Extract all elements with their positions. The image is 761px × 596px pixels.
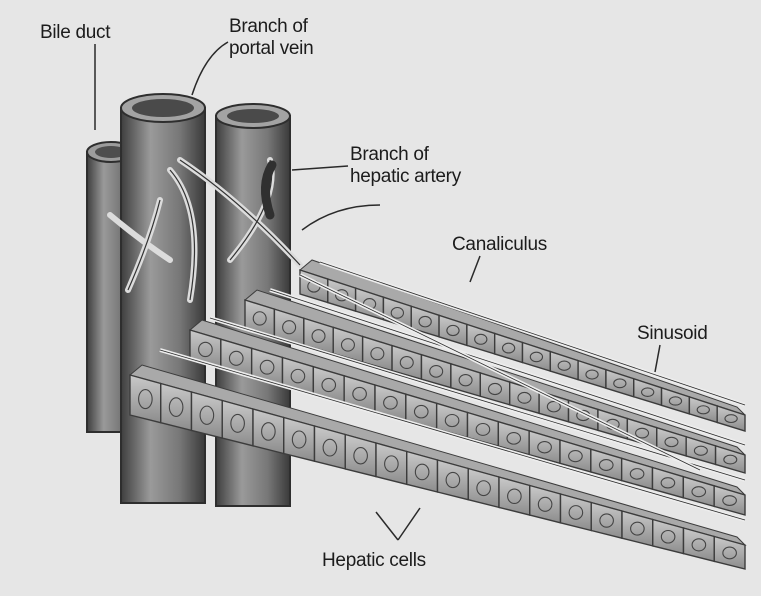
portal-vein-label-line2: portal vein (229, 38, 313, 60)
hepatic-artery-label-line1: Branch of (350, 144, 461, 166)
canaliculus-label: Canaliculus (452, 234, 547, 256)
hepatic-cell (161, 384, 192, 431)
hepatic-cell (130, 375, 161, 423)
hepatic-cells-label: Hepatic cells (322, 550, 426, 572)
hepatic-cell (253, 409, 284, 454)
portal-vein-label-line1: Branch of (229, 16, 313, 38)
bile-duct-label: Bile duct (40, 22, 110, 44)
portal-vein-label: Branch of portal vein (229, 16, 313, 60)
hepatic-cell (222, 401, 253, 446)
hepatic-cell (284, 418, 315, 462)
hepatic-cell (192, 392, 223, 438)
sinusoid-label: Sinusoid (637, 323, 707, 345)
hepatic-artery-label: Branch of hepatic artery (350, 144, 461, 188)
hepatic-artery-label-line2: hepatic artery (350, 166, 461, 188)
